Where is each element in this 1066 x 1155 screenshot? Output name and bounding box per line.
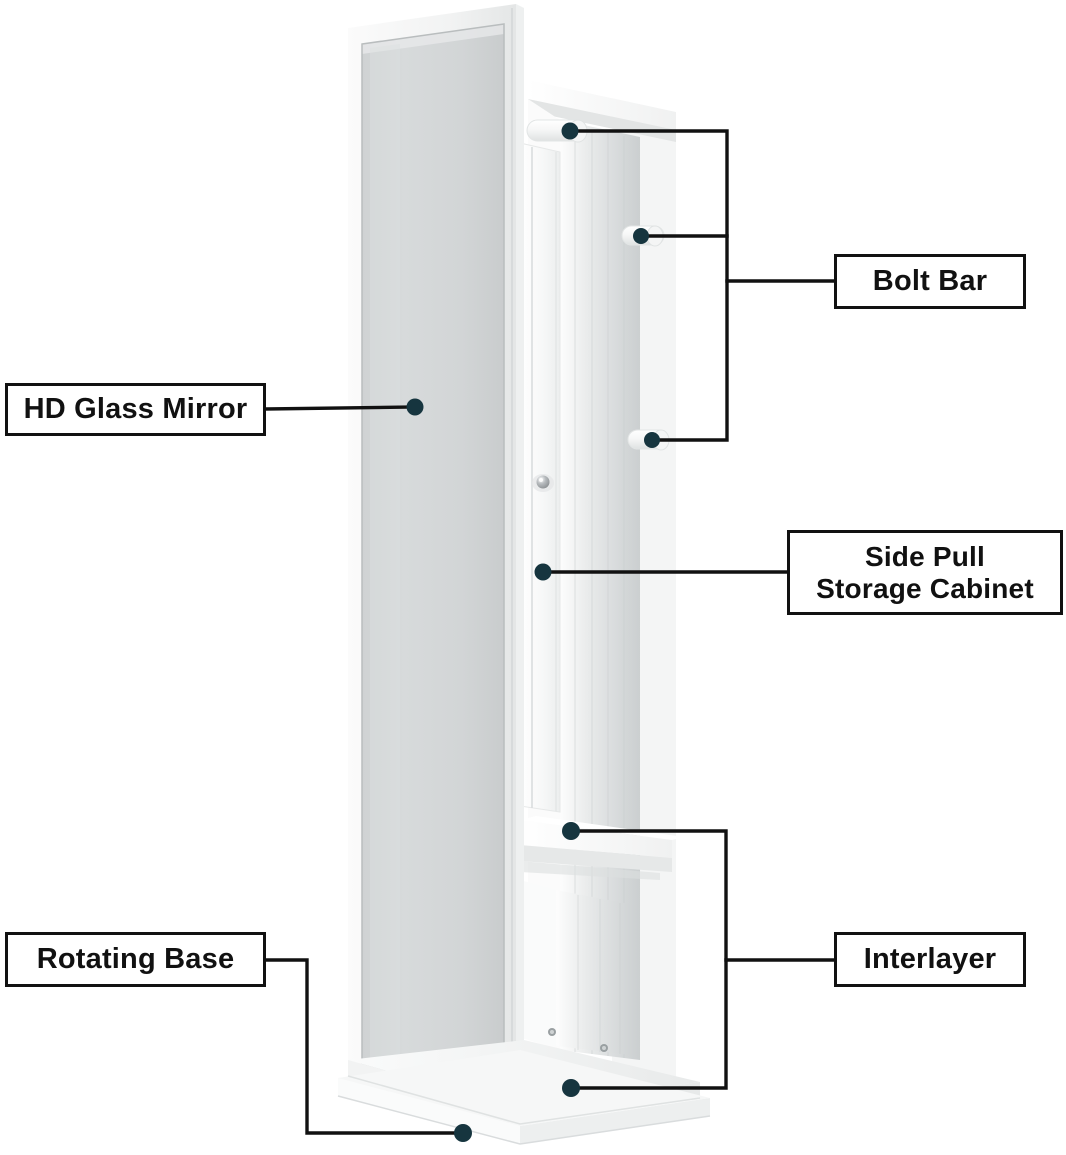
connector-interlayer [569, 829, 728, 1090]
marker-dot-bolt-bar-upper [561, 122, 579, 140]
marker-dot-bolt-bar-lower [644, 432, 660, 448]
callout-label-text: Bolt Bar [872, 265, 988, 298]
callout-label-bolt-bar: Bolt Bar [834, 254, 1026, 309]
callout-label-text: Rotating Base [36, 943, 235, 976]
callout-label-side-pull-storage-cabinet: Side Pull Storage Cabinet [787, 530, 1063, 615]
lower-open-shelf [520, 880, 640, 1056]
callout-label-interlayer: Interlayer [834, 932, 1026, 987]
marker-dot-side-pull [534, 563, 552, 581]
marker-dot-rotating-base [454, 1124, 472, 1142]
callout-label-text-block: Side Pull Storage Cabinet [816, 541, 1034, 604]
callout-label-line-1: Side Pull [864, 541, 986, 573]
callout-label-line-2: Storage Cabinet [816, 572, 1034, 604]
connector-bolt-bar [568, 129, 729, 442]
marker-dot-interlayer-lower [562, 1079, 580, 1097]
callout-label-hd-glass-mirror: HD Glass Mirror [5, 383, 266, 436]
callout-label-text: HD Glass Mirror [23, 393, 248, 426]
rotating-base [337, 1040, 711, 1145]
connector-rotating-base [264, 958, 465, 1135]
marker-dot-bolt-bar-middle [633, 228, 649, 244]
callout-label-rotating-base: Rotating Base [5, 932, 266, 987]
marker-dot-hd-glass-mirror [406, 398, 424, 416]
callout-label-text: Interlayer [863, 943, 997, 976]
door-knob [532, 474, 554, 492]
mirror-panel [348, 4, 524, 1098]
mirror-glass [362, 24, 504, 1080]
connector-hd-glass-mirror [264, 405, 417, 411]
marker-dot-interlayer-upper [562, 822, 580, 840]
interlayer-shelf [520, 816, 684, 880]
callout-marker-dots [406, 122, 660, 1142]
